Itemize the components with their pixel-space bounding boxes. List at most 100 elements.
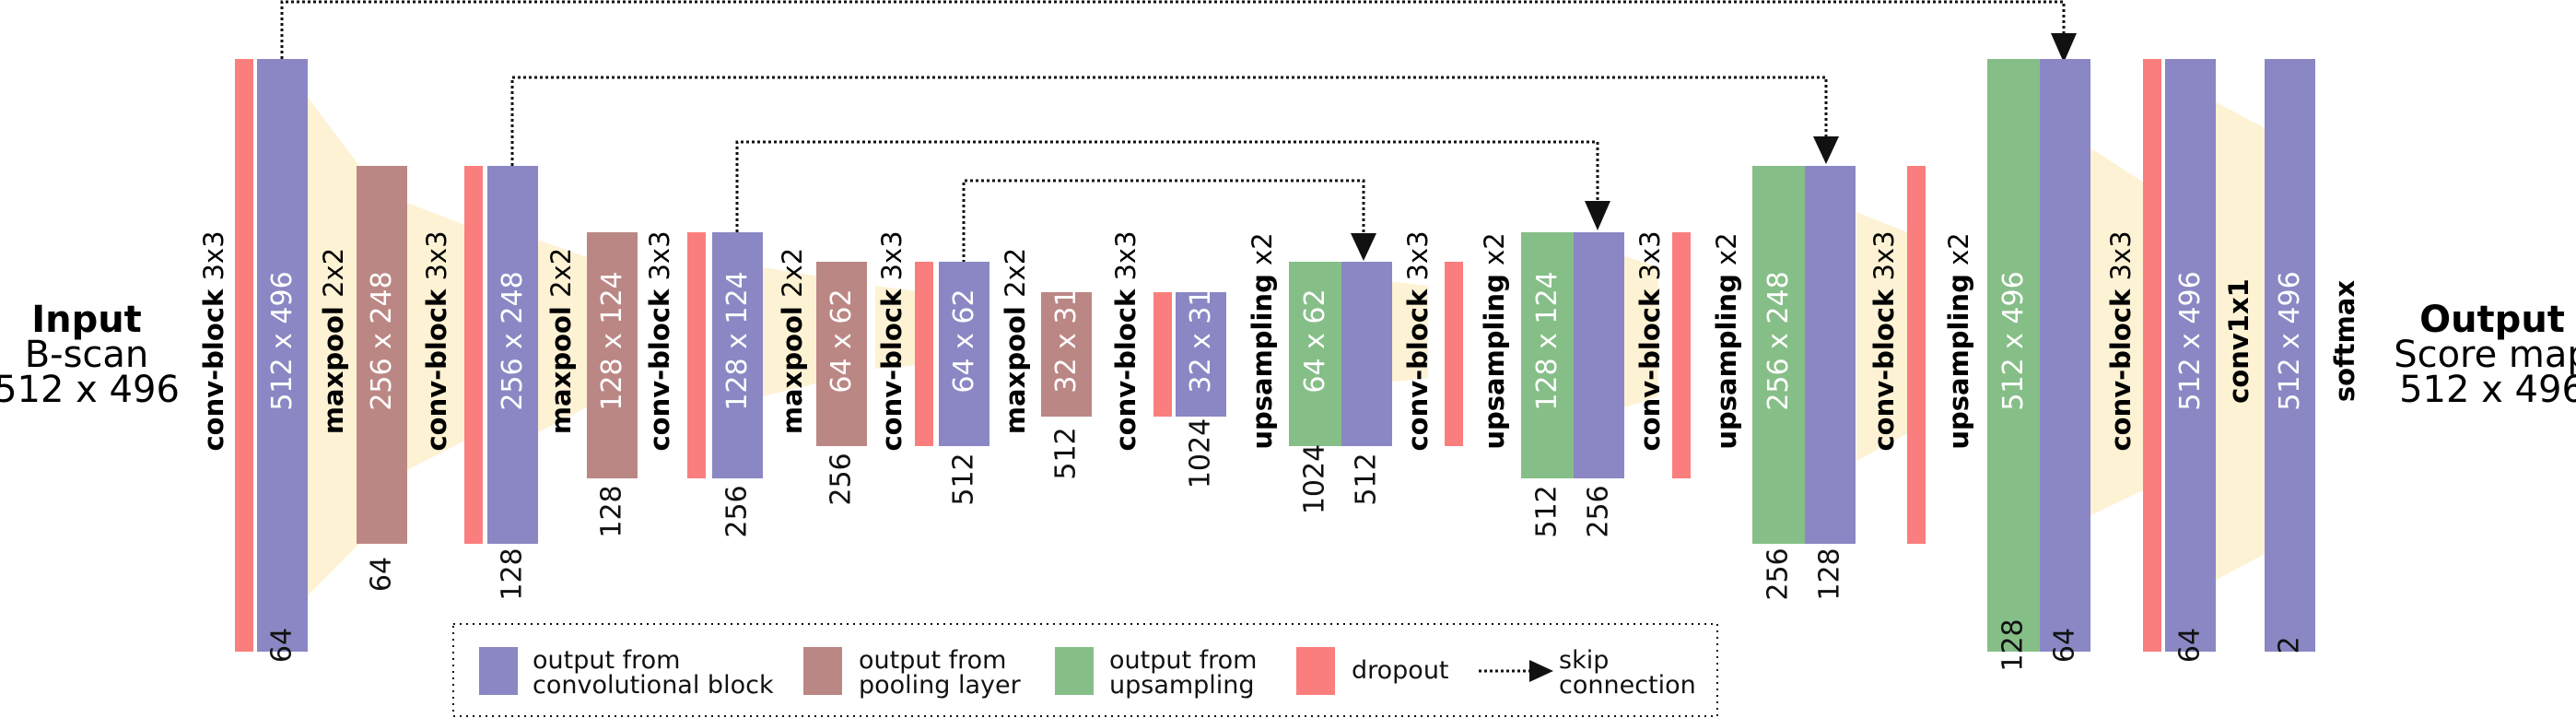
feature-map-conv [1805, 166, 1856, 544]
legend-skip-line1: skip [1559, 646, 1609, 675]
operation-label: upsampling x2 [1711, 232, 1742, 449]
input-subtitle: B-scan [25, 334, 149, 376]
operation-name: conv-block [1868, 288, 1900, 452]
operation-param: x2 [1711, 232, 1742, 274]
operation-label: conv-block 3x3 [198, 230, 229, 451]
channel-count: 512 [1531, 485, 1563, 537]
legend-dropout-label: dropout [1352, 656, 1449, 685]
input-title: Input [31, 299, 142, 341]
feature-map-conv [2165, 59, 2216, 652]
channel-count: 256 [1762, 547, 1795, 600]
channel-count: 64 [366, 557, 398, 592]
dropout-bar [1907, 166, 1926, 544]
funnel-shape [2090, 147, 2147, 516]
operation-param: 3x3 [1634, 230, 1666, 288]
dropout-bar [687, 232, 706, 478]
operation-label: conv-block 3x3 [1402, 230, 1434, 451]
channel-count: 512 [948, 453, 980, 505]
legend-swatch-conv [479, 647, 518, 695]
operation-name: softmax [2329, 280, 2360, 402]
skip-line [962, 179, 1365, 263]
operation-label: upsampling x2 [1943, 232, 1974, 449]
feature-map-conv [1176, 292, 1226, 417]
operation-param: 3x3 [644, 230, 675, 288]
operation-param: 3x3 [1110, 230, 1142, 288]
operation-label: conv-block 3x3 [1868, 230, 1900, 451]
operation-label: conv-block 3x3 [1110, 230, 1142, 451]
feature-map-pool [816, 262, 867, 446]
feature-map-conv [712, 232, 763, 478]
feature-map-size: 64 x 62 [825, 288, 858, 393]
operation-param: 3x3 [1402, 230, 1434, 288]
operation-param: 2x2 [545, 248, 577, 306]
skip-arrowhead [2051, 33, 2077, 63]
feature-map-conv [487, 166, 538, 544]
funnel-shape [304, 92, 359, 599]
legend-conv-line1: output from [533, 646, 680, 675]
feature-map-conv [1574, 232, 1624, 478]
operation-name: maxpool [1000, 306, 1031, 434]
feature-map-upsample [1521, 232, 1574, 478]
legend-pool-line2: pooling layer [859, 671, 1022, 700]
channel-count: 1024 [1299, 444, 1331, 514]
feature-map-pool [357, 166, 407, 544]
operation-name: conv-block [1634, 288, 1666, 452]
operation-param: 3x3 [198, 230, 229, 288]
operation-name: conv-block [421, 288, 452, 452]
legend-swatch-pool [803, 647, 842, 695]
operation-param: 2x2 [777, 248, 808, 306]
operation-name: conv-block [2105, 288, 2137, 452]
operation-name: maxpool [318, 306, 349, 434]
legend: output from convolutional block output f… [452, 623, 1718, 717]
operation-label: conv-block 3x3 [2105, 230, 2137, 451]
operation-name: conv-block [198, 288, 229, 452]
feature-map-conv [257, 59, 308, 652]
feature-map-upsample [1289, 262, 1341, 446]
feature-map-pool [1041, 292, 1092, 417]
legend-skip-arrowhead [1529, 660, 1553, 682]
operation-name: upsampling [1247, 274, 1278, 450]
dropout-layer [235, 59, 2161, 652]
operation-name: conv-block [876, 288, 907, 452]
channel-count: 256 [721, 485, 754, 537]
channel-count: 512 [1351, 453, 1383, 505]
operation-param: x2 [1943, 232, 1974, 274]
legend-conv-line2: convolutional block [533, 671, 774, 700]
feature-map-size: 32 x 31 [1050, 288, 1083, 393]
feature-map-size: 256 x 248 [366, 271, 398, 410]
channel-count: 2 [2274, 636, 2306, 653]
feature-map-conv [1341, 262, 1392, 446]
channel-count: 64 [266, 628, 299, 663]
output-label: Output Score map 512 x 496 [2394, 299, 2576, 411]
legend-pool-line1: output from [859, 646, 1006, 675]
channel-count: 128 [1997, 618, 2030, 671]
dropout-bar [1445, 262, 1463, 446]
feature-map-size: 512 x 496 [266, 271, 299, 410]
operation-name: conv-block [644, 288, 675, 452]
operation-name: conv-block [1110, 288, 1142, 452]
operation-param: x2 [1247, 232, 1278, 274]
operation-name: conv-block [1402, 288, 1434, 452]
dropout-bar [464, 166, 483, 544]
legend-skip-line2: connection [1559, 671, 1696, 700]
channel-count: 128 [1814, 547, 1846, 600]
blocks-layer [257, 59, 2315, 652]
feature-map-conv [2040, 59, 2090, 652]
operation-param: 2x2 [1000, 248, 1031, 306]
channel-count: 64 [2174, 628, 2207, 663]
channel-count: 128 [596, 485, 628, 537]
operation-name: maxpool [777, 306, 808, 434]
feature-map-size: 512 x 496 [2174, 271, 2207, 410]
operation-param: 3x3 [1868, 230, 1900, 288]
operation-label: maxpool 2x2 [777, 248, 808, 434]
feature-map-size: 512 x 496 [1997, 271, 2030, 410]
output-title: Output [2419, 299, 2565, 341]
operation-label: conv-block 3x3 [644, 230, 675, 451]
operation-param: x2 [1479, 232, 1510, 274]
dropout-bar [1153, 292, 1172, 417]
skip-arrowhead [1585, 201, 1610, 230]
feature-map-size: 128 x 124 [596, 271, 628, 410]
operation-label: conv-block 3x3 [876, 230, 907, 451]
